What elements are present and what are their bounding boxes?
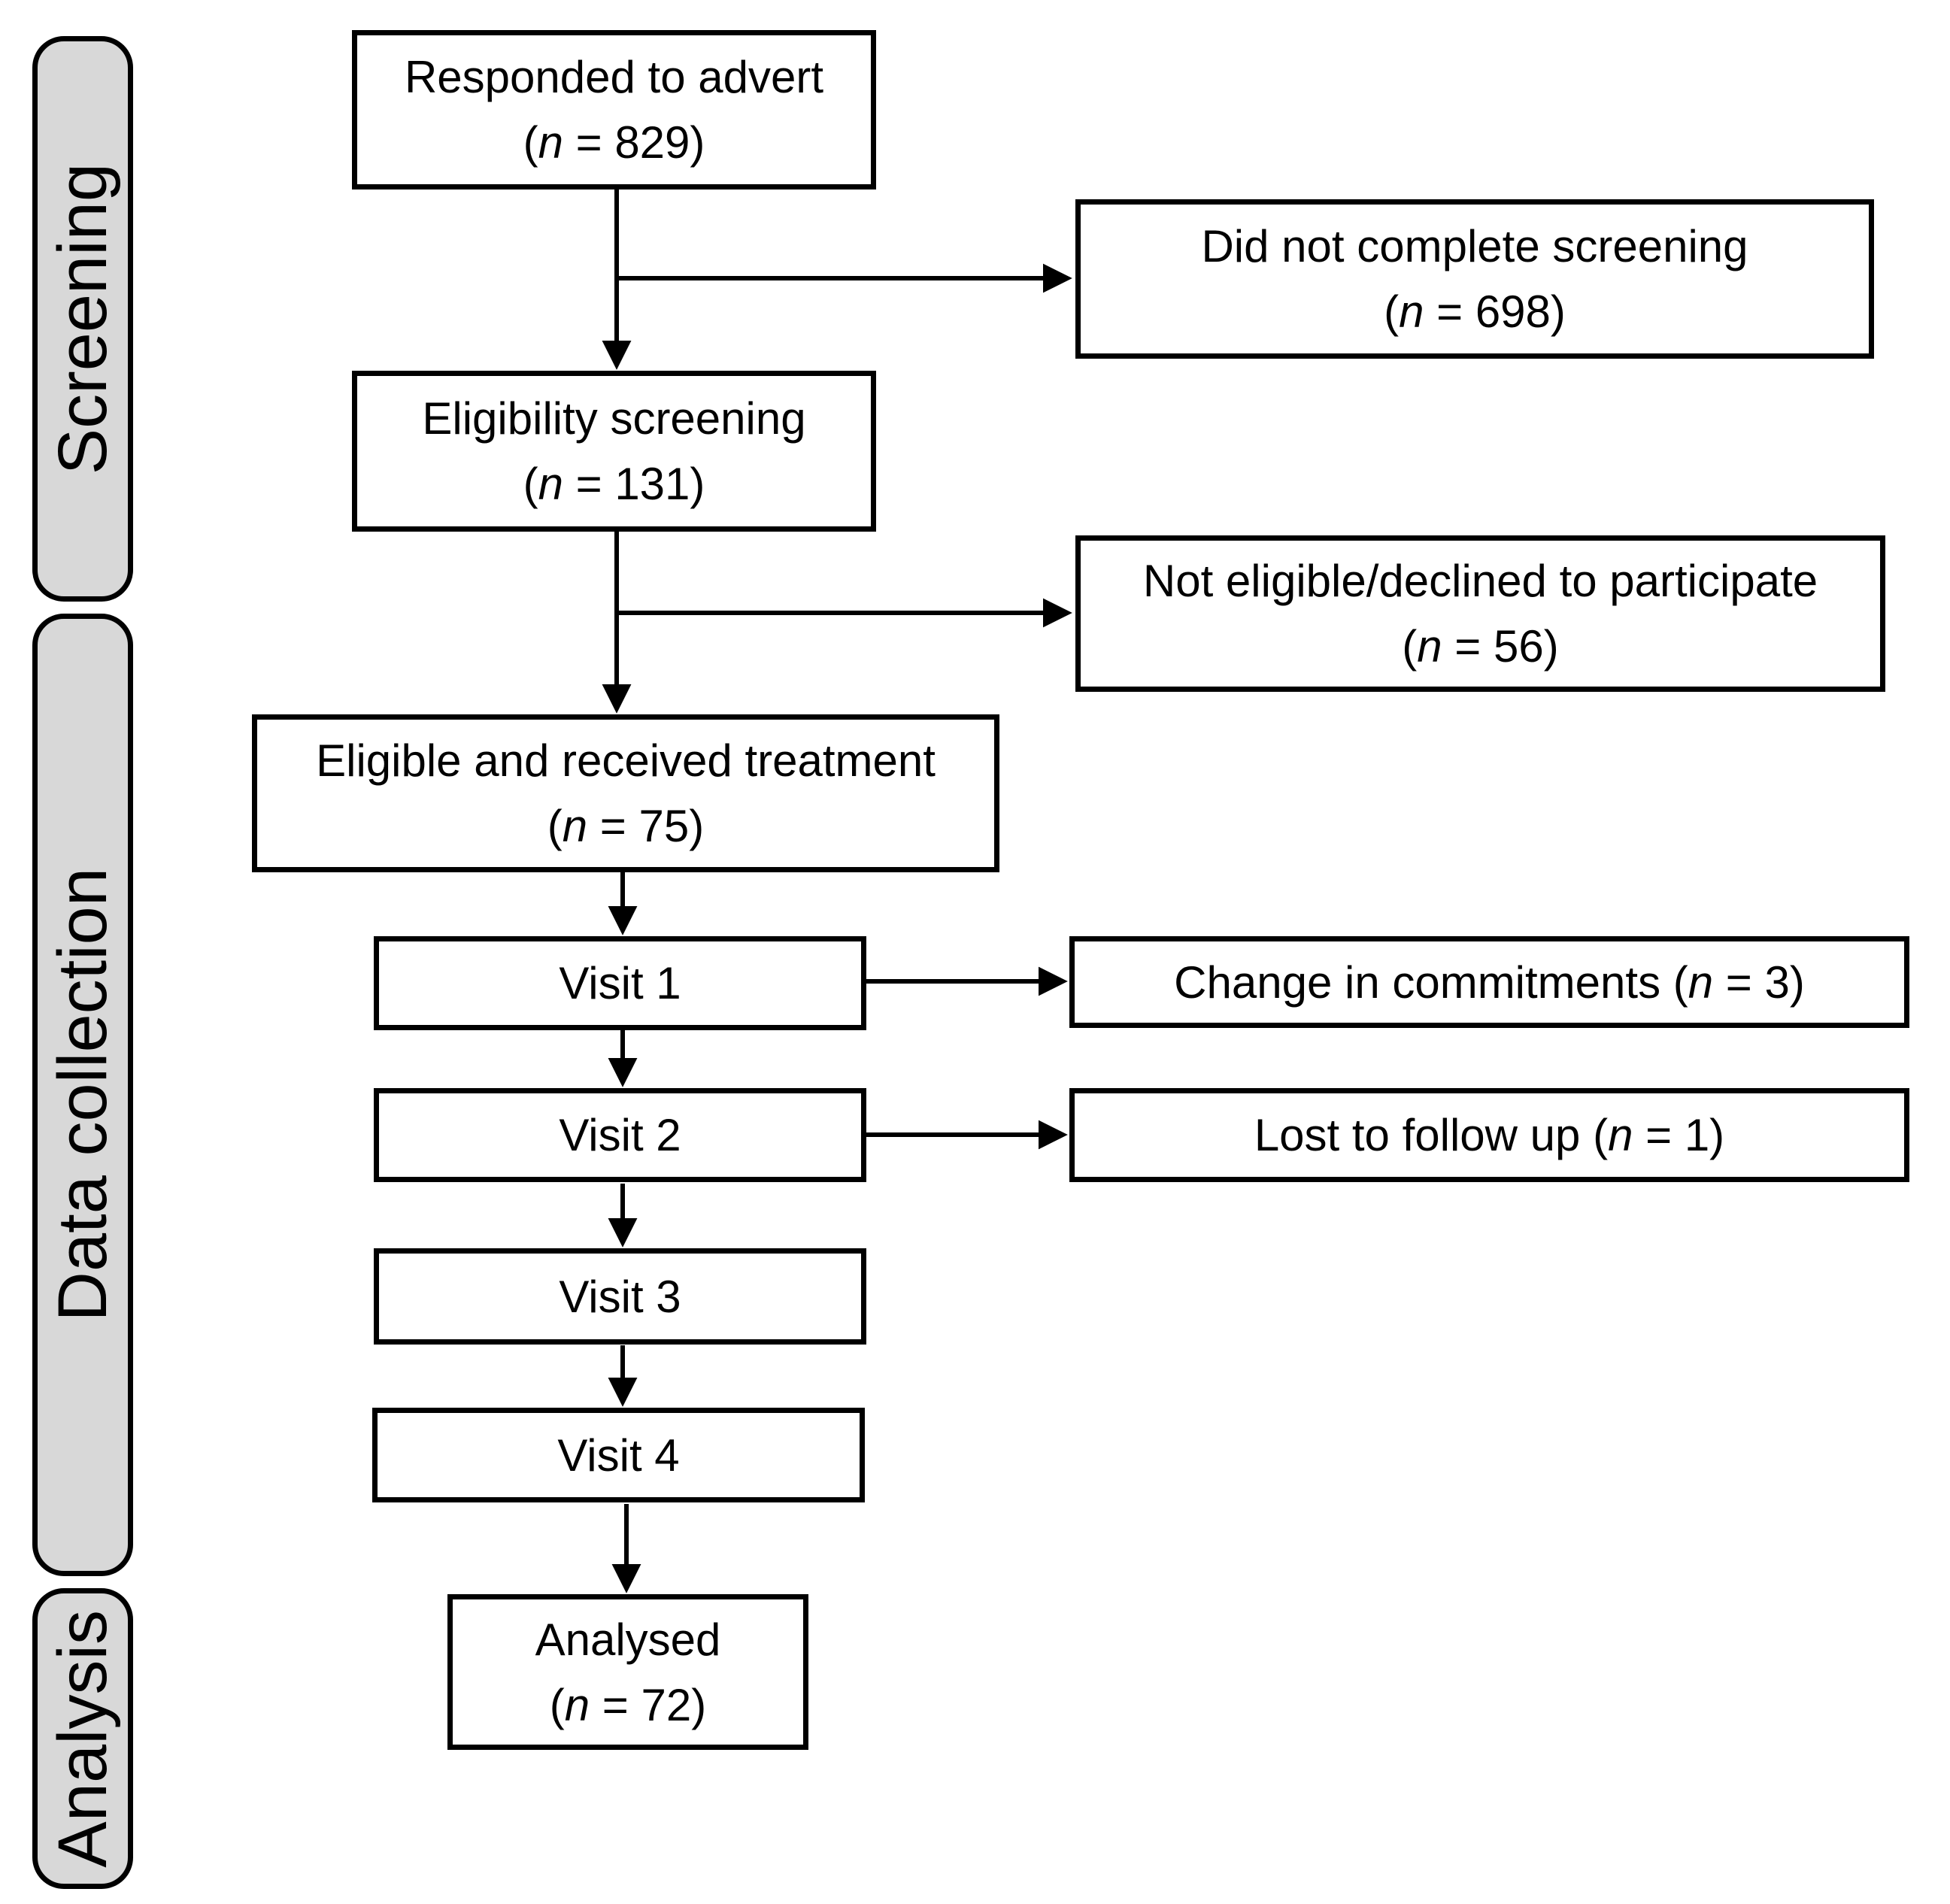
n-symbol: n: [1688, 957, 1714, 1008]
flow-box-responded-n: (n = 829): [523, 110, 705, 175]
text-post: = 1): [1633, 1110, 1725, 1160]
n-value: = 72): [590, 1679, 707, 1730]
flow-box-eligibility-title: Eligibility screening: [422, 393, 806, 444]
n-value: = 829): [563, 117, 705, 168]
exclusion-box-lost-to-follow-up: Lost to follow up (n = 1): [1069, 1088, 1909, 1182]
exclusion-not-eligible-title: Not eligible/declined to participate: [1142, 556, 1818, 606]
exclusion-box-did-not-complete-screening: Did not complete screening (n = 698): [1075, 199, 1874, 359]
flow-box-visit-3-title: Visit 3: [559, 1271, 681, 1322]
flow-box-analysed: Analysed (n = 72): [447, 1594, 808, 1750]
flow-box-visit-2-title: Visit 2: [559, 1110, 681, 1160]
flow-box-treatment-n: (n = 75): [547, 793, 704, 859]
n-open: (: [549, 1679, 565, 1730]
flow-box-analysed-title: Analysed: [535, 1614, 721, 1665]
text-post: = 3): [1713, 957, 1805, 1008]
n-value: = 56): [1442, 621, 1559, 672]
exclusion-not-eligible-n: (n = 56): [1402, 614, 1558, 679]
flow-box-visit-2: Visit 2: [374, 1088, 866, 1182]
phase-label-screening-text: Screening: [44, 162, 121, 475]
flow-box-visit-4-title: Visit 4: [557, 1430, 680, 1481]
flow-box-visit-1: Visit 1: [374, 936, 866, 1030]
flow-box-analysed-n: (n = 72): [550, 1672, 706, 1738]
exclusion-lost-follow-up-text: Lost to follow up (n = 1): [1254, 1102, 1724, 1168]
n-symbol: n: [1608, 1110, 1633, 1160]
exclusion-did-not-complete-title: Did not complete screening: [1201, 221, 1748, 271]
flow-box-visit-1-title: Visit 1: [559, 958, 681, 1008]
n-symbol: n: [538, 117, 563, 168]
n-open: (: [523, 459, 538, 509]
flow-box-responded-title: Responded to advert: [404, 52, 824, 102]
phase-label-analysis-text: Analysis: [44, 1609, 121, 1868]
exclusion-did-not-complete-n: (n = 698): [1384, 279, 1566, 344]
n-open: (: [547, 801, 563, 851]
phase-label-screening: Screening: [32, 36, 133, 602]
phase-label-analysis: Analysis: [32, 1588, 133, 1889]
exclusion-change-commitments-text: Change in commitments (n = 3): [1174, 950, 1805, 1015]
n-symbol: n: [1399, 287, 1424, 337]
exclusion-box-change-in-commitments: Change in commitments (n = 3): [1069, 936, 1909, 1028]
n-value: = 131): [563, 459, 705, 509]
n-open: (: [1402, 621, 1418, 672]
flow-box-visit-4: Visit 4: [372, 1408, 865, 1502]
phase-label-data-collection-text: Data collection: [44, 868, 121, 1322]
n-value: = 75): [587, 801, 705, 851]
flow-box-eligibility-n: (n = 131): [523, 451, 705, 517]
flow-box-visit-3: Visit 3: [374, 1248, 866, 1345]
flow-box-eligibility-screening: Eligibility screening (n = 131): [352, 371, 876, 532]
n-symbol: n: [538, 459, 563, 509]
n-open: (: [1384, 287, 1400, 337]
n-symbol: n: [562, 801, 588, 851]
phase-label-data-collection: Data collection: [32, 614, 133, 1576]
n-symbol: n: [564, 1679, 590, 1730]
text-pre: Change in commitments (: [1174, 957, 1688, 1008]
exclusion-box-not-eligible-declined: Not eligible/declined to participate (n …: [1075, 535, 1885, 692]
n-open: (: [523, 117, 538, 168]
n-symbol: n: [1417, 621, 1442, 672]
n-value: = 698): [1424, 287, 1566, 337]
flow-box-responded-to-advert: Responded to advert (n = 829): [352, 30, 876, 189]
flow-box-treatment-title: Eligible and received treatment: [316, 735, 936, 786]
text-pre: Lost to follow up (: [1254, 1110, 1609, 1160]
flow-box-eligible-received-treatment: Eligible and received treatment (n = 75): [252, 714, 999, 872]
